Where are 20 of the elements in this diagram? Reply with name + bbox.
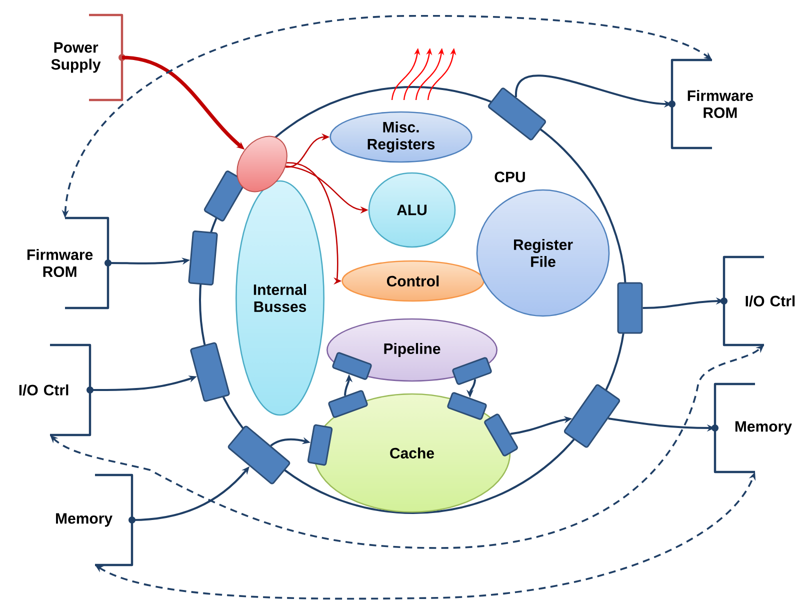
bracket-label: Memory [712, 382, 792, 474]
port-box [564, 384, 620, 448]
port-box [484, 414, 518, 456]
port-box [488, 88, 546, 140]
port-box [228, 426, 290, 484]
port-box [447, 392, 487, 420]
port-box [328, 390, 368, 418]
bracket-label: Power Supply [51, 14, 126, 102]
bracket-label: Firmware ROM [27, 216, 112, 310]
port-box [452, 357, 492, 385]
port-box [190, 342, 230, 402]
bracket-label: Memory [56, 474, 136, 566]
power-ellipse [236, 136, 288, 192]
bracket-label: I/O Ctrl [19, 344, 94, 436]
bracket-label: Firmware ROM [668, 58, 754, 150]
bracket-label: I/O Ctrl [720, 256, 795, 346]
port-box [617, 282, 643, 334]
port-box [307, 424, 333, 466]
port-box [332, 352, 372, 380]
port-box [188, 230, 218, 286]
